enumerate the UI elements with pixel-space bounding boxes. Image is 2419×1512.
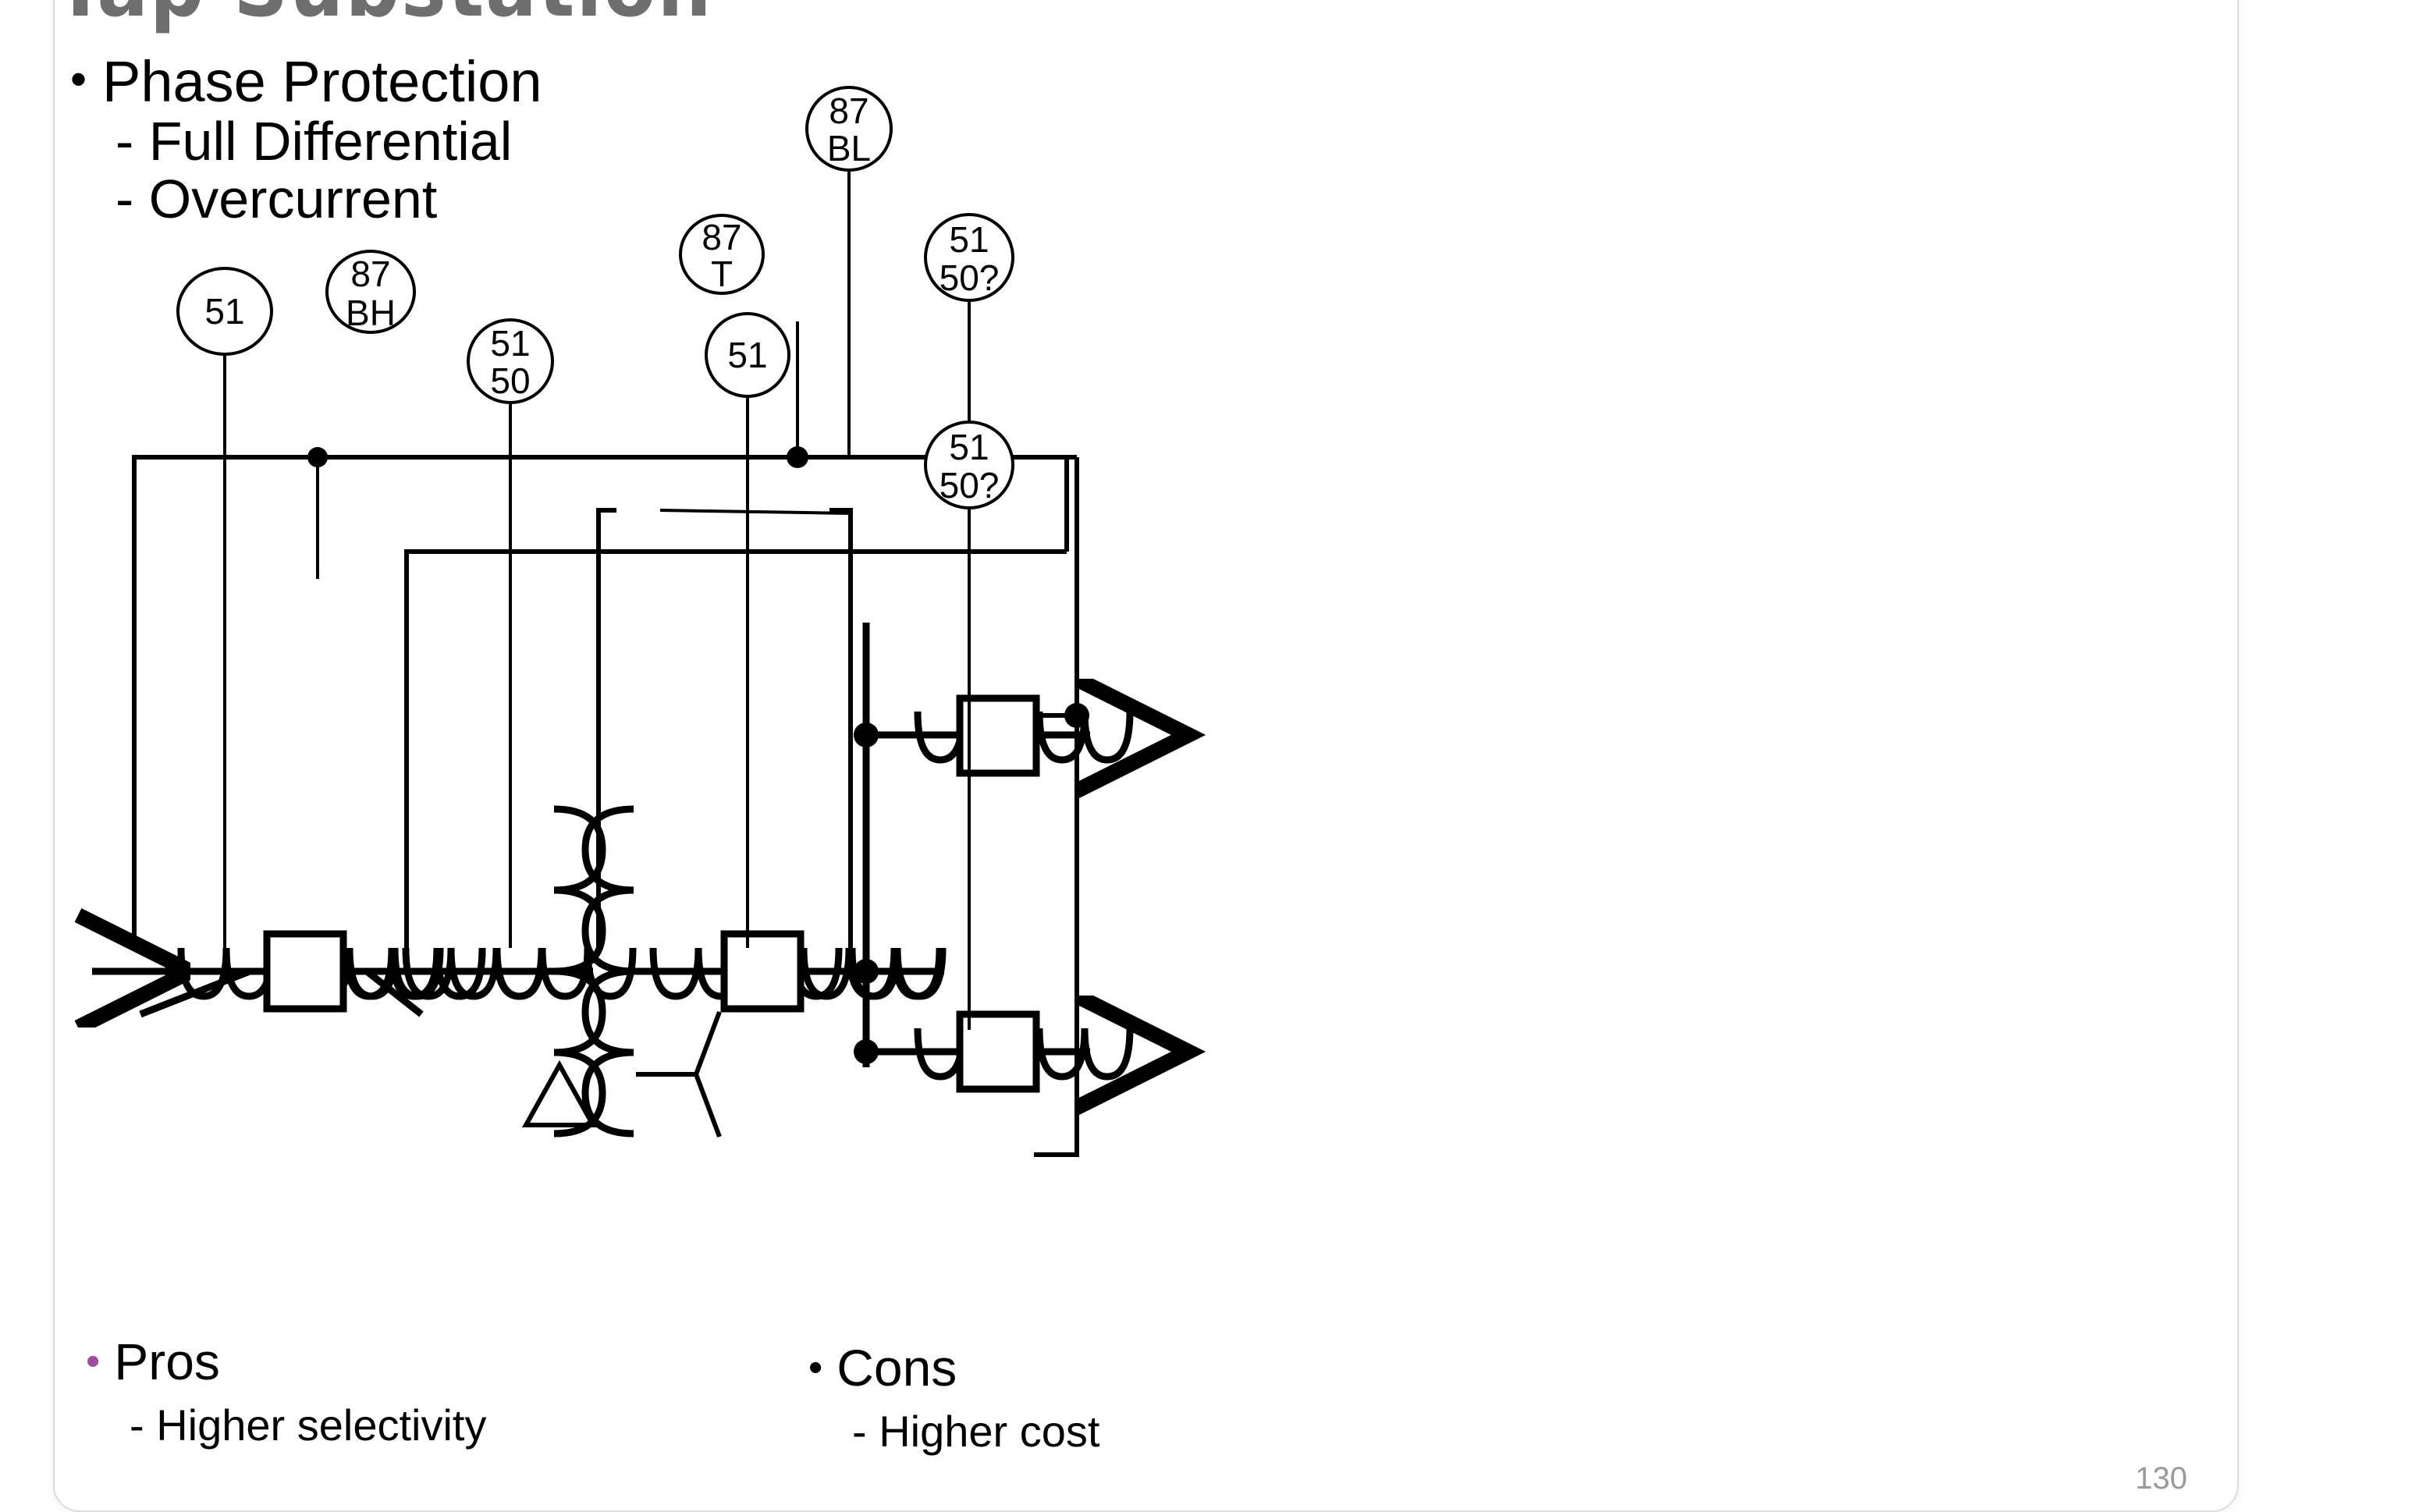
feeder-upper — [866, 698, 1130, 773]
feeder-lower — [866, 1014, 1130, 1089]
bullet-text: - Full Differential — [115, 110, 513, 172]
bullet-list: • Phase Protection - Full Differential -… — [70, 49, 542, 228]
bullet-item-1: - Full Differential — [115, 112, 542, 170]
svg-text:50: 50 — [490, 360, 530, 401]
relay-87-t[interactable]: 87 T — [679, 214, 765, 295]
svg-text:T: T — [711, 254, 733, 294]
ct-fl-b — [1035, 1028, 1134, 1081]
circuit-breaker — [720, 930, 805, 1013]
svg-text:BL: BL — [827, 128, 871, 169]
page-title: Tap Substation — [55, 0, 2237, 30]
svg-text:51: 51 — [949, 427, 989, 467]
svg-text:87: 87 — [829, 91, 868, 131]
cons-heading: Cons — [837, 1339, 957, 1397]
svg-text:51: 51 — [490, 323, 530, 364]
relay-87-bl[interactable]: 87 BL — [805, 86, 893, 172]
bullet-text: Phase Protection — [102, 49, 542, 114]
bullet-text: - Overcurrent — [115, 169, 438, 230]
vertical-bus — [854, 623, 944, 1067]
cons-bullet-marker: • — [808, 1344, 823, 1390]
bullet-item-0: • Phase Protection — [70, 49, 542, 114]
junction-dot — [1064, 703, 1089, 728]
page-number: 130 — [2135, 1461, 2187, 1496]
bullet-marker: • — [70, 53, 87, 105]
cons-item-0: - Higher cost — [852, 1407, 1100, 1456]
svg-text:51: 51 — [727, 335, 767, 375]
zone-51-50-box — [404, 549, 1067, 948]
circuit-breaker — [956, 694, 1040, 777]
svg-text:87: 87 — [702, 217, 741, 257]
wye-symbol — [636, 1010, 722, 1138]
pros-heading: Pros — [114, 1333, 220, 1390]
circuit-breaker — [956, 1010, 1040, 1093]
ct-left-d — [388, 947, 486, 1000]
svg-text:50?: 50? — [940, 465, 1000, 506]
slide-canvas: Tap Substation • Phase Protection - Full… — [53, 0, 2239, 1512]
pros-bullet-marker: • — [86, 1338, 101, 1384]
relay-51-mid[interactable]: 51 — [705, 312, 790, 398]
differential-zone-87t — [596, 508, 853, 948]
relay-87-bh[interactable]: 87 BH — [325, 250, 416, 334]
cons-block: • Cons - Higher cost — [808, 1342, 1099, 1457]
svg-text:BH: BH — [346, 293, 396, 333]
pros-item-0: - Higher selectivity — [130, 1400, 487, 1450]
relay-51-50[interactable]: 51 50 — [467, 318, 554, 404]
bullet-item-2: - Overcurrent — [115, 170, 542, 228]
svg-text:50?: 50? — [940, 257, 1000, 298]
svg-text:87: 87 — [350, 254, 390, 294]
svg-text:51: 51 — [949, 219, 989, 260]
pros-block: • Pros - Higher selectivity — [86, 1336, 486, 1450]
svg-text:51: 51 — [204, 291, 244, 332]
relay-51-50-lower[interactable]: 51 50? — [924, 421, 1014, 509]
relay-51-50-upper[interactable]: 51 50? — [924, 213, 1014, 302]
ct-mid-b — [493, 947, 637, 1000]
circuit-breaker — [263, 930, 347, 1013]
one-line-diagram: 51 87 BH 51 50 87 BL 87 T 51 51 — [55, 86, 2239, 1157]
relay-51-left[interactable]: 51 — [176, 267, 273, 356]
